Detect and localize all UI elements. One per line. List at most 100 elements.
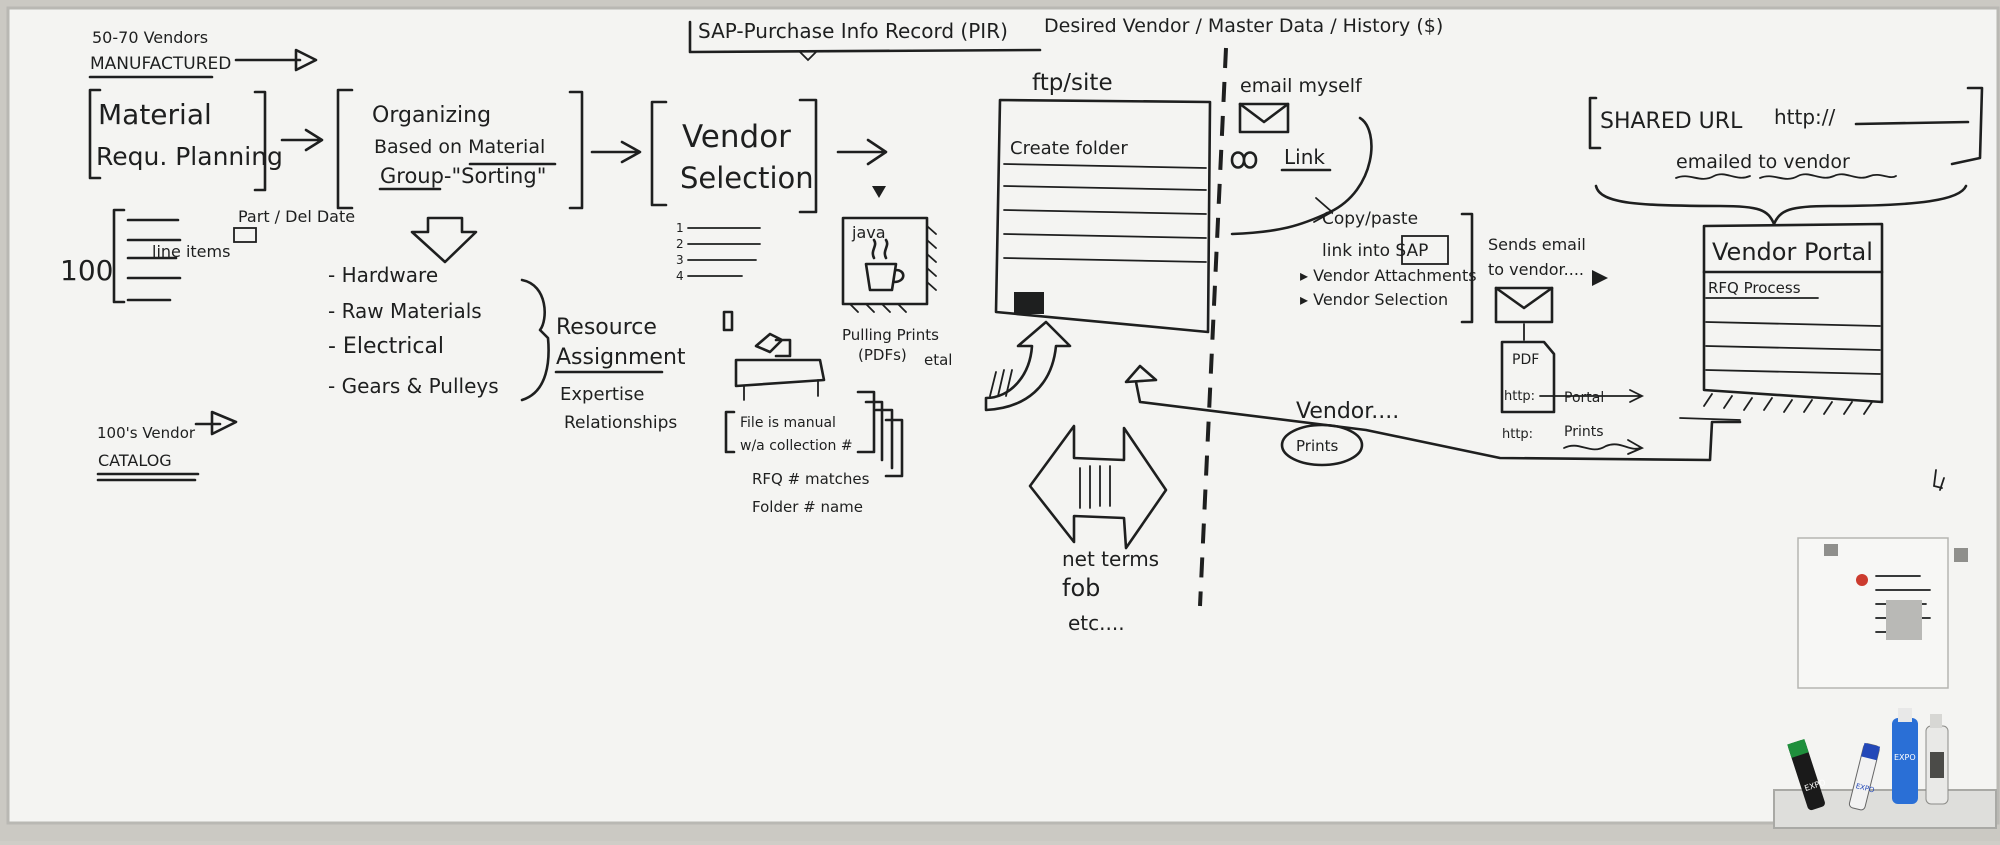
ftp-window xyxy=(994,98,1212,334)
magnet-left xyxy=(1824,544,1838,556)
url-left-bracket xyxy=(1588,96,1602,150)
http-slashes-text: http:// xyxy=(1774,105,1836,129)
coffee-cup-icon xyxy=(864,238,905,292)
paper-image xyxy=(1886,600,1922,640)
org-line3: Group-"Sorting" xyxy=(380,164,546,188)
pdf-text: PDF xyxy=(1512,352,1539,368)
arrow-right-icon xyxy=(194,410,238,436)
pulling-prints-line1: Pulling Prints xyxy=(842,326,939,344)
org-right-bracket xyxy=(568,90,584,210)
pdf-document-icon xyxy=(1500,340,1556,414)
group-item-2: - Raw Materials xyxy=(328,299,482,323)
portal-text: Portal xyxy=(1564,390,1604,406)
sel-num-4: 4 xyxy=(676,269,684,283)
http-text-2: http: xyxy=(1502,427,1533,442)
line-items-lines xyxy=(126,218,182,302)
desired-vendor-text: Desired Vendor / Master Data / History (… xyxy=(1044,15,1443,37)
mrp-line2: Requ. Planning xyxy=(96,142,283,171)
sends-email-line1: Sends email xyxy=(1488,235,1586,254)
selection-details: 1 2 3 4 java Pulling Prints (PDFs) etal … xyxy=(676,216,952,516)
pir-bracket xyxy=(688,20,1042,54)
rfq-process-text: RFQ Process xyxy=(1708,279,1801,297)
email-bracket xyxy=(1460,212,1474,324)
arrow-right-icon xyxy=(280,128,324,152)
selection-lines xyxy=(687,227,761,277)
magnet-right xyxy=(1954,548,1968,562)
blue-marker: EXPO xyxy=(1848,742,1881,811)
spray-bottle-label xyxy=(1930,752,1944,778)
file-manual-line1: File is manual xyxy=(740,415,836,431)
java-box xyxy=(841,216,929,306)
emailed-wavy-underline xyxy=(1675,173,1897,180)
net-terms-text: net terms xyxy=(1062,547,1159,571)
whiteboard-surface xyxy=(6,6,2000,825)
top-left-vendors-note: 50-70 Vendors MANUFACTURED xyxy=(88,28,318,79)
org-underlines xyxy=(378,162,557,191)
relationships-text: Relationships xyxy=(564,413,677,433)
part-del-date-text: Part / Del Date xyxy=(238,207,355,226)
sap-pir-header: SAP-Purchase Info Record (PIR) Desired V… xyxy=(688,15,1443,62)
vendor-portal-window xyxy=(1702,222,1884,404)
expertise-text: Expertise xyxy=(560,384,644,405)
down-triangle-icon xyxy=(872,186,886,198)
file-stack-icon xyxy=(856,390,904,478)
vendor-catalog-note: 100's Vendor CATALOG xyxy=(96,410,238,482)
vendor-selection-block: Vendor Selection xyxy=(650,98,888,214)
up-arrowhead-icon xyxy=(1124,364,1158,384)
ftp-title: ftp/site xyxy=(1032,70,1113,96)
email-myself-text: email myself xyxy=(1240,75,1363,97)
material-groups-block: - Hardware - Raw Materials - Electrical … xyxy=(328,263,686,433)
fob-text: fob xyxy=(1062,574,1100,602)
green-marker-cap xyxy=(1787,738,1809,758)
bullet-vendor-attachments: ▸ Vendor Attachments xyxy=(1300,266,1477,285)
spray-label: EXPO xyxy=(1894,753,1916,762)
arrow-right-icon xyxy=(234,48,318,72)
copy-paste-line1: Copy/paste xyxy=(1322,209,1418,229)
arrow-right-icon xyxy=(836,138,888,166)
ftp-lines xyxy=(1003,163,1207,263)
resource-line1: Resource xyxy=(556,315,657,340)
blue-marker-cap xyxy=(1861,742,1881,761)
email-flow-curve xyxy=(1230,116,1373,236)
mrp-left-bracket xyxy=(88,88,102,180)
pir-caret xyxy=(799,51,817,62)
count-100: 100 xyxy=(60,254,113,287)
bullet-vendor-selection: ▸ Vendor Selection xyxy=(1300,290,1448,309)
vendor-text: Vendor.... xyxy=(1296,399,1399,424)
desk-scene-icon xyxy=(722,310,826,388)
vs-right-bracket xyxy=(798,98,818,214)
small-scribble xyxy=(1933,469,1945,491)
pulling-prints-line2: (PDFs) xyxy=(858,346,907,364)
vendor-portal-block: SHARED URL http:// emailed to vendor Ven… xyxy=(1588,86,1984,491)
link-text: Link xyxy=(1284,145,1325,169)
sap-box xyxy=(1401,235,1449,265)
sel-num-1: 1 xyxy=(676,221,684,235)
organizing-block: Organizing Based on Material Group-"Sort… xyxy=(336,88,642,264)
double-arrow-fill xyxy=(1079,465,1111,509)
url-right-bracket xyxy=(1950,86,1984,166)
green-marker: EXPO xyxy=(1787,738,1827,811)
ftp-site-block: ftp/site Create folder net terms fob etc… xyxy=(984,70,1212,635)
vendor-return-tip xyxy=(1679,417,1741,421)
file-manual-line2: w/a collection # xyxy=(740,438,853,454)
shared-url-text: SHARED URL xyxy=(1600,109,1743,134)
arrow-right-icon xyxy=(590,140,642,164)
vs-line2: Selection xyxy=(680,161,814,195)
spray-nozzle-white xyxy=(1930,714,1942,728)
pinned-paper xyxy=(1797,537,1968,689)
envelope-icon xyxy=(1238,102,1290,134)
vendors-count-text: 50-70 Vendors xyxy=(92,28,208,47)
vendor-portal-title: Vendor Portal xyxy=(1712,238,1873,266)
sends-email-line2: to vendor.... xyxy=(1488,260,1584,279)
catalog-underline xyxy=(96,472,200,482)
chain-link-icon xyxy=(1230,151,1258,169)
file-manual-bracket xyxy=(724,410,736,454)
sap-pir-text: SAP-Purchase Info Record (PIR) xyxy=(698,19,1008,43)
vs-line1: Vendor xyxy=(682,119,791,155)
folder-icon xyxy=(1014,292,1044,314)
prints-text: Prints xyxy=(1564,424,1604,440)
group-item-4: - Gears & Pulleys xyxy=(328,374,499,398)
email-block: email myself Link Copy/paste link into S… xyxy=(1230,75,1645,455)
